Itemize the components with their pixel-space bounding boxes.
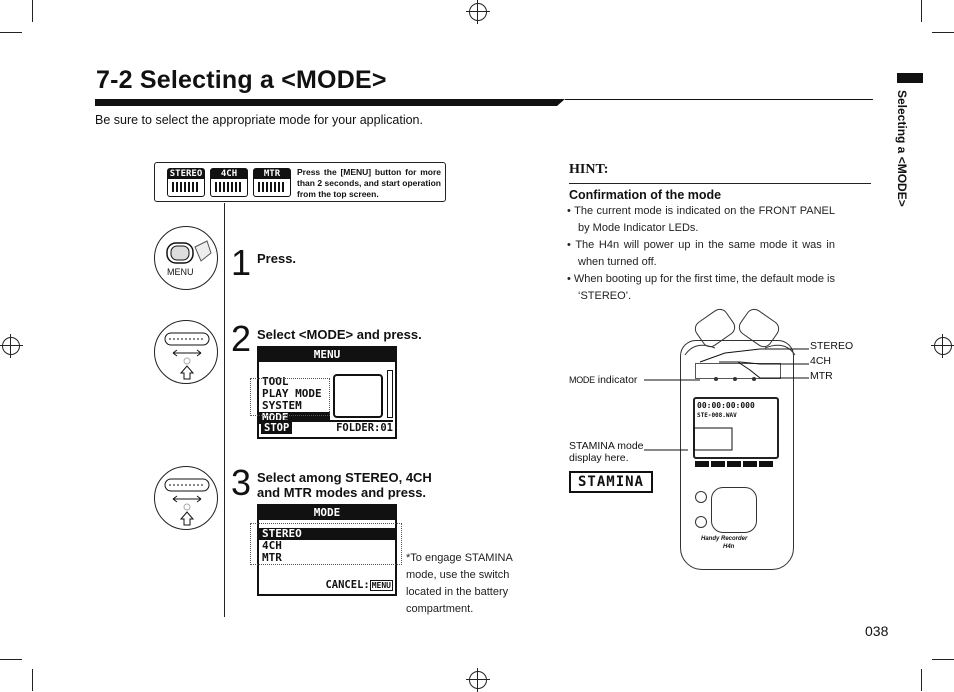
registration-mark-icon xyxy=(466,0,490,24)
dial-icon xyxy=(164,332,210,380)
hint-bullet: • The current mode is indicated on the F… xyxy=(567,205,835,234)
registration-mark-icon xyxy=(0,334,23,358)
selection-highlight-box xyxy=(250,523,402,565)
lcd-header: MENU xyxy=(259,348,395,362)
mtr-led xyxy=(752,377,756,381)
step-text: Select <MODE> and press. xyxy=(257,327,422,342)
page-title: 7-2 Selecting a <MODE> xyxy=(96,66,387,94)
device-screen-file: STE-008.WAV xyxy=(697,412,737,419)
step-number: 2 xyxy=(231,318,252,359)
device-transport-pad xyxy=(711,487,757,533)
lcd-mode-item-selected: STEREO xyxy=(259,528,395,540)
selection-highlight-box xyxy=(250,378,330,416)
device-menu-button xyxy=(695,491,707,503)
menu-button-illustration: MENU xyxy=(154,226,218,290)
crop-mark xyxy=(932,659,954,660)
mode-graphic-icon xyxy=(333,374,383,418)
hint-label: HINT: xyxy=(569,162,609,177)
menu-button-icon xyxy=(166,240,212,264)
mtr-label: MTR xyxy=(810,370,833,382)
dial-icon xyxy=(164,478,210,526)
stamina-badge: STAMINA xyxy=(569,471,653,493)
page-subtitle: Be sure to select the appropriate mode f… xyxy=(95,113,423,127)
lcd-menu-item: PLAY MODE xyxy=(262,387,322,400)
side-tab-label: Selecting a <MODE> xyxy=(895,90,909,207)
page-number: 038 xyxy=(865,623,889,639)
hint-bullet: • When booting up for the first time, th… xyxy=(567,273,836,302)
crop-mark xyxy=(921,669,922,691)
crop-mark xyxy=(932,32,954,33)
menu-button-label: MENU xyxy=(167,267,194,277)
title-underline xyxy=(95,99,873,106)
device-screen-time: 00:00:00:000 xyxy=(697,401,755,410)
stereo-label: STEREO xyxy=(810,340,854,352)
hint-list: • The current mode is indicated on the F… xyxy=(567,203,835,305)
mode-info-box: STEREO 4CH MTR Press the [MENU] button f… xyxy=(154,162,446,202)
mode-indicator-label: MODE indicator xyxy=(569,374,638,386)
step-number: 1 xyxy=(231,242,252,283)
crop-mark xyxy=(0,32,22,33)
step-divider-line xyxy=(224,203,225,617)
microphone-capsules-icon xyxy=(684,308,796,356)
step-text: Press. xyxy=(257,251,297,266)
mode-led-panel xyxy=(695,363,781,379)
hint-rule xyxy=(569,183,871,184)
4ch-mode-icon: 4CH xyxy=(210,168,248,197)
crop-mark xyxy=(32,0,33,22)
stamina-footnote: *To engage STAMINA mode, use the switch … xyxy=(406,552,513,615)
dial-illustration xyxy=(154,466,218,530)
mode-lcd-screen: MODE STEREO 4CH MTR CANCEL:MENU xyxy=(257,504,397,596)
stamina-display-label: STAMINA mode display here. xyxy=(569,440,644,464)
mtr-mode-icon: MTR xyxy=(253,168,291,197)
crop-mark xyxy=(32,669,33,691)
stereo-mode-icon: STEREO xyxy=(167,168,205,197)
step-text: Select among STEREO, 4CH and MTR modes a… xyxy=(257,470,432,500)
lcd-footer: CANCEL:MENU xyxy=(325,579,393,591)
lcd-menu-item: SYSTEM xyxy=(262,399,302,412)
lcd-header: MODE xyxy=(259,506,395,520)
lcd-footer: STOP FOLDER:01 xyxy=(261,420,393,435)
crop-mark xyxy=(0,659,22,660)
device-record-button xyxy=(695,516,707,528)
hint-heading: Confirmation of the mode xyxy=(569,188,722,202)
lcd-mode-item: MTR xyxy=(262,551,282,564)
menu-lcd-screen: MENU TOOL PLAY MODE SYSTEM MODE STOP FOL… xyxy=(257,346,397,439)
stereo-led xyxy=(714,377,718,381)
registration-mark-icon xyxy=(466,668,490,692)
side-tab-marker xyxy=(897,73,923,83)
callout-leader-lines xyxy=(644,348,809,451)
dial-illustration xyxy=(154,320,218,384)
lcd-mode-item: 4CH xyxy=(262,539,282,552)
device-model: H4n xyxy=(723,544,735,550)
4ch-label: 4CH xyxy=(810,355,832,367)
crop-mark xyxy=(921,0,922,22)
hint-bullet: • The H4n will power up in the same mode… xyxy=(567,239,835,268)
step-number: 3 xyxy=(231,462,252,503)
4ch-led xyxy=(733,377,737,381)
h4n-recorder-illustration: 00:00:00:000 STE-008.WAV Handy Recorder … xyxy=(680,340,794,570)
lcd-scrollbar xyxy=(387,370,393,418)
device-brand: Handy Recorder xyxy=(701,536,748,542)
mode-box-note: Press the [MENU] button for more than 2 … xyxy=(297,167,441,199)
device-function-buttons xyxy=(695,461,775,467)
registration-mark-icon xyxy=(931,334,954,358)
